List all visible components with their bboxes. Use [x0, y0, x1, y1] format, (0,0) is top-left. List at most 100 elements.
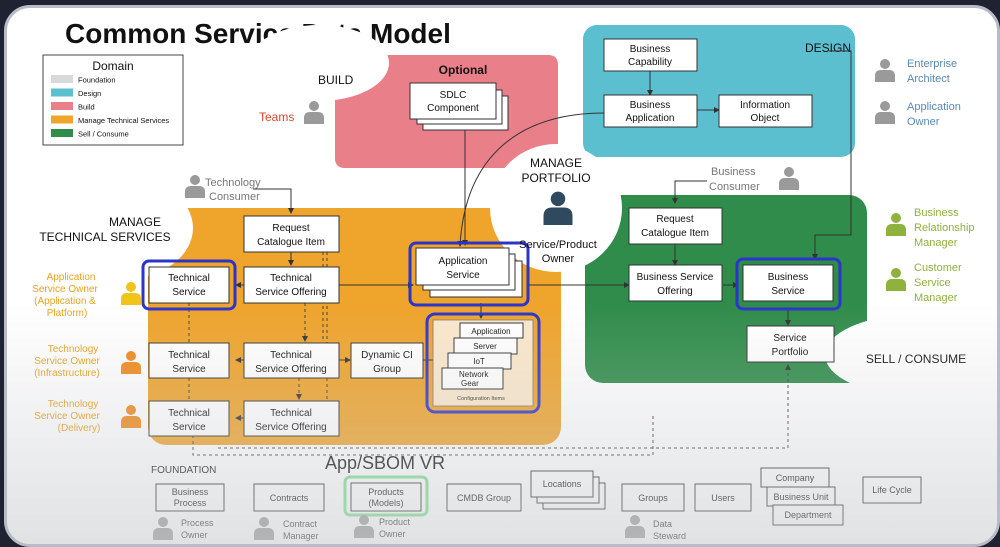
manage-portfolio-label-1: MANAGE: [530, 156, 582, 170]
service-product-owner-line2: Owner: [542, 253, 575, 265]
service-data-model-diagram: Common Service Data Model Domain Foundat…: [32, 18, 997, 541]
products-box[interactable]: Products (Models): [343, 475, 429, 517]
business-capability-line2: Capability: [628, 57, 672, 68]
person-icon: [304, 101, 324, 124]
tso-3-line2: Service Offering: [255, 422, 327, 433]
business-process-box[interactable]: Business Process: [155, 483, 225, 512]
cmdb-group-label: CMDB Group: [457, 493, 511, 503]
tso-delivery-line2: Service Owner: [34, 411, 100, 422]
business-service-line2: Service: [771, 286, 805, 297]
csm-line1: Customer: [914, 262, 962, 274]
sell-consume-label: SELL / CONSUME: [866, 352, 966, 366]
technical-service-offering-3-box[interactable]: Technical Service Offering: [243, 400, 340, 437]
technical-service-2-box[interactable]: Technical Service: [148, 342, 230, 379]
tso-infra-line1: Technology: [48, 344, 99, 355]
ci-server: Server: [473, 342, 497, 351]
application-owner-line1: Application: [907, 101, 961, 113]
person-icon: [886, 213, 906, 236]
person-icon: [779, 167, 799, 190]
technical-service-1-line1: Technical: [168, 273, 210, 284]
sdlc-component-line1: SDLC: [440, 90, 467, 101]
groups-label: Groups: [638, 493, 668, 503]
legend-swatch: [51, 115, 73, 124]
business-capability-box[interactable]: Business Capability: [603, 38, 698, 72]
service-portfolio-line1: Service: [773, 333, 807, 344]
technical-service-3-box[interactable]: Technical Service: [148, 400, 230, 437]
request-catalogue-item-tech-box[interactable]: Request Catalogue Item: [243, 215, 340, 253]
technical-service-1-box[interactable]: Technical Service: [141, 259, 237, 311]
optional-label: Optional: [439, 63, 488, 77]
service-portfolio-box[interactable]: Service Portfolio: [746, 325, 835, 363]
department-label: Department: [784, 510, 832, 520]
ci-caption: Configuration Items: [457, 396, 505, 402]
business-capability-line1: Business: [630, 44, 671, 55]
contracts-box[interactable]: Contracts: [253, 483, 325, 512]
tso-1-line1: Technical: [270, 273, 312, 284]
business-consumer-line2: Consumer: [709, 181, 760, 193]
manage-technical-services-label-1: MANAGE: [109, 215, 161, 229]
technical-service-offering-2-box[interactable]: Technical Service Offering: [243, 342, 340, 379]
service-product-owner-line1: Service/Product: [519, 239, 597, 251]
dynamic-ci-line2: Group: [373, 364, 401, 375]
person-icon: [254, 517, 274, 540]
contracts-label: Contracts: [270, 493, 309, 503]
business-application-box[interactable]: Business Application: [603, 94, 698, 128]
configuration-items-group[interactable]: Application Server IoT Network Gear Conf…: [425, 312, 541, 414]
brm-line2: Relationship: [914, 222, 975, 234]
dynamic-ci-group-box[interactable]: Dynamic CI Group: [350, 342, 424, 379]
product-owner-line2: Owner: [379, 529, 406, 539]
data-steward-line1: Data: [653, 519, 672, 529]
business-unit-box[interactable]: Business Unit: [766, 486, 836, 507]
contract-manager-line1: Contract: [283, 519, 318, 529]
request-catalogue-biz-line1: Request: [656, 214, 693, 225]
users-box[interactable]: Users: [694, 483, 752, 512]
request-catalogue-tech-line1: Request: [272, 223, 309, 234]
department-box[interactable]: Department: [772, 504, 844, 526]
application-service-line2: Service: [446, 270, 480, 281]
information-object-line2: Object: [751, 113, 780, 124]
information-object-box[interactable]: Information Object: [718, 94, 813, 128]
request-catalogue-tech-line2: Catalogue Item: [257, 237, 325, 248]
business-service-box[interactable]: Business Service: [735, 257, 842, 311]
business-application-line1: Business: [630, 100, 671, 111]
technology-consumer-line1: Technology: [205, 177, 261, 189]
sdlc-component-stack[interactable]: SDLC Component: [409, 82, 509, 131]
life-cycle-box[interactable]: Life Cycle: [862, 476, 922, 504]
legend-swatch: [51, 75, 73, 83]
page-title: Common Service Data Model: [65, 18, 451, 49]
person-icon: [121, 351, 141, 374]
products-tag: App/SBOM VR: [325, 453, 445, 473]
groups-box[interactable]: Groups: [621, 483, 685, 512]
company-box[interactable]: Company: [760, 467, 830, 488]
person-icon: [121, 405, 141, 428]
tso-delivery-line1: Technology: [48, 399, 99, 410]
application-service-line1: Application: [439, 256, 488, 267]
locations-stack[interactable]: Locations: [530, 470, 606, 510]
person-icon: [153, 517, 173, 540]
teams-label: Teams: [259, 110, 294, 124]
technology-consumer-line2: Consumer: [209, 191, 260, 203]
request-catalogue-biz-line2: Catalogue Item: [641, 228, 709, 239]
legend-swatch: [51, 88, 73, 97]
cmdb-group-box[interactable]: CMDB Group: [446, 483, 522, 512]
contract-manager-line2: Manager: [283, 531, 319, 541]
person-icon: [875, 59, 895, 82]
products-line2: (Models): [368, 498, 403, 508]
technical-service-offering-1-box[interactable]: Technical Service Offering: [243, 266, 340, 304]
tso-2-line2: Service Offering: [255, 364, 327, 375]
manage-technical-services-label-2: TECHNICAL SERVICES: [39, 230, 170, 244]
legend-item-label: Manage Technical Services: [78, 116, 169, 125]
business-unit-label: Business Unit: [773, 492, 829, 502]
ci-application: Application: [471, 327, 510, 336]
business-application-line2: Application: [626, 113, 675, 124]
tso-2-line1: Technical: [270, 350, 312, 361]
brm-line1: Business: [914, 207, 959, 219]
business-service-line1: Business: [768, 272, 809, 283]
person-icon: [625, 515, 645, 538]
legend-title: Domain: [92, 59, 133, 73]
ci-network-line1: Network: [459, 370, 489, 379]
request-catalogue-item-biz-box[interactable]: Request Catalogue Item: [628, 207, 723, 245]
business-service-offering-box[interactable]: Business Service Offering: [628, 264, 723, 302]
app-service-owner-line1: Application: [47, 272, 96, 283]
app-service-owner-line2: Service Owner: [32, 284, 98, 295]
